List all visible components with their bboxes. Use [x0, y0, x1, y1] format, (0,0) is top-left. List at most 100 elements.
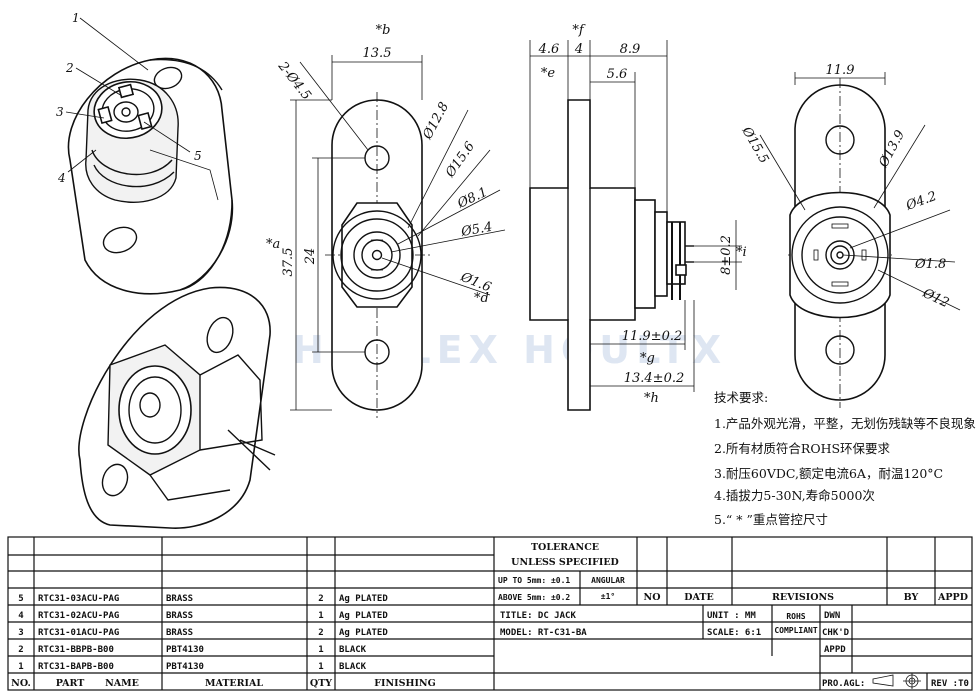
technical-requirements: 技术要求: 1.产品外观光滑，平整，无划伤残缺等不良现象 2.所有材质符合ROH… — [714, 390, 976, 527]
bom-part-name: RTC31-03ACU-PAG — [38, 594, 119, 604]
dim-star-i: *i — [736, 245, 747, 260]
isometric-view-bottom — [78, 286, 276, 529]
bom-header-qty: QTY — [310, 678, 332, 689]
bom-qty: 2 — [318, 594, 323, 604]
projection-label: PRO.AGL: — [822, 679, 865, 689]
req-item-1: 1.产品外观光滑，平整，无划伤残缺等不良现象 — [714, 416, 976, 431]
dim-star-f: *f — [572, 23, 586, 38]
rev-appd-header: APPD — [937, 592, 968, 603]
bom-material: PBT4130 — [166, 645, 204, 655]
dim-4-6: 4.6 — [538, 42, 560, 57]
bom-no: 4 — [18, 611, 24, 621]
rohs-compliant-label: COMPLIANT — [774, 626, 818, 635]
dim-d8-1: Ø8.1 — [454, 185, 490, 212]
dim-star-e: *e — [541, 66, 556, 81]
bom-qty: 1 — [318, 611, 323, 621]
bom-material: BRASS — [166, 628, 193, 638]
dim-8-9: 8.9 — [620, 42, 641, 57]
tolerance-subtitle: UNLESS SPECIFIED — [511, 557, 619, 568]
dim-d12: Ø12 — [919, 286, 951, 312]
req-item-2: 2.所有材质符合ROHS环保要求 — [714, 441, 891, 456]
bom-material: BRASS — [166, 611, 193, 621]
bom-finishing: Ag PLATED — [339, 594, 388, 604]
title-block: TOLERANCE UNLESS SPECIFIED UP TO 5mm: ±0… — [7, 536, 973, 691]
bom-header-part: PART — [56, 678, 85, 689]
rohs-label: ROHS — [786, 612, 805, 621]
chkd-label: CHK'D — [822, 628, 850, 638]
dwn-label: DWN — [824, 611, 840, 621]
bom-no: 5 — [18, 594, 23, 604]
side-view: *f *e 4.6 4 8.9 5.6 8±0.2 *i 11.9±0.2 *g… — [529, 23, 747, 411]
bom-material: BRASS — [166, 594, 193, 604]
dim-d5-4: Ø5.4 — [459, 220, 493, 240]
rev-no-header: NO — [644, 592, 661, 603]
bom-row: 1 RTC31-BAPB-B00 PBT4130 1 BLACK — [18, 662, 366, 672]
bom-finishing: BLACK — [339, 645, 367, 655]
callout-3: 3 — [56, 105, 64, 119]
bom-finishing: BLACK — [339, 662, 367, 672]
dim-11-9: 11.9±0.2 — [622, 329, 683, 344]
drawing-model: MODEL: RT-C31-BA — [500, 628, 587, 638]
bom-header-no: NO. — [11, 678, 31, 689]
bom-row: 2 RTC31-BBPB-B00 PBT4130 1 BLACK — [18, 645, 366, 655]
bom-header-finishing: FINISHING — [374, 678, 435, 689]
req-item-4: 4.插拔力5-30N,寿命5000次 — [714, 488, 875, 503]
drawing-title: TITLE: DC JACK — [500, 611, 576, 621]
bom-no: 2 — [18, 645, 23, 655]
callout-4: 4 — [57, 171, 66, 185]
dim-13-5: 13.5 — [363, 46, 392, 61]
bom-header-material: MATERIAL — [205, 678, 263, 689]
bom-material: PBT4130 — [166, 662, 204, 672]
dim-24: 24 — [303, 248, 318, 266]
revision-label: REV :T0 — [931, 679, 969, 689]
dim-4: 4 — [574, 42, 583, 57]
dim-d1-8: Ø1.8 — [914, 257, 946, 272]
req-title: 技术要求: — [714, 390, 768, 405]
bom-finishing: Ag PLATED — [339, 628, 388, 638]
bom-part-name: RTC31-01ACU-PAG — [38, 628, 119, 638]
bom-no: 3 — [18, 628, 23, 638]
tolerance-angular-value: ±1° — [601, 592, 615, 601]
rev-revisions-header: REVISIONS — [772, 592, 834, 603]
bom-row: 3 RTC31-01ACU-PAG BRASS 2 Ag PLATED — [18, 628, 388, 638]
dim-d15-6: Ø15.6 — [442, 139, 478, 181]
dim-star-h: *h — [644, 391, 659, 406]
dim-d12-8: Ø12.8 — [420, 100, 452, 143]
tolerance-above: ABOVE 5mm: ±0.2 — [498, 593, 570, 602]
dim-star-d: *d — [474, 291, 489, 306]
bom-part-name: RTC31-BBPB-B00 — [38, 645, 114, 655]
bom-qty: 2 — [318, 628, 323, 638]
bom-qty: 1 — [318, 645, 323, 655]
dim-rear-11-9: 11.9 — [826, 63, 855, 78]
bom-row: 5 RTC31-03ACU-PAG BRASS 2 Ag PLATED — [18, 594, 388, 604]
rev-date-header: DATE — [684, 592, 713, 603]
req-item-3: 3.耐压60VDC,额定电流6A，耐温120°C — [714, 466, 943, 481]
appd-label: APPD — [824, 645, 846, 655]
callout-2: 2 — [65, 61, 74, 75]
bom-row: 4 RTC31-02ACU-PAG BRASS 1 Ag PLATED — [18, 611, 388, 621]
dim-37-5: 37.5 — [281, 248, 296, 277]
callout-5: 5 — [194, 149, 202, 163]
drawing-scale: SCALE: 6:1 — [707, 628, 761, 638]
dim-star-b: *b — [376, 23, 391, 38]
drawing-unit: UNIT : MM — [707, 611, 756, 621]
bom-finishing: Ag PLATED — [339, 611, 388, 621]
req-item-5: 5.“ * ”重点管控尺寸 — [714, 512, 828, 527]
tolerance-upto: UP TO 5mm: ±0.1 — [498, 576, 570, 585]
projection-symbol-icon — [872, 673, 921, 689]
dim-13-4: 13.4±0.2 — [624, 371, 685, 386]
dim-d4-2: Ø4.2 — [903, 189, 939, 214]
bom-part-name: RTC31-02ACU-PAG — [38, 611, 119, 621]
bom-qty: 1 — [318, 662, 323, 672]
rev-by-header: BY — [904, 592, 919, 603]
dim-star-g: *g — [640, 351, 655, 366]
dim-hole-2x4-5: 2-Ø4.5 — [274, 58, 314, 103]
tolerance-angular: ANGULAR — [591, 576, 625, 585]
bom-no: 1 — [18, 662, 23, 672]
rear-view: 11.9 Ø15.5 Ø13.9 Ø4.2 Ø1.8 Ø12 — [738, 63, 961, 408]
bom-header-name: NAME — [105, 678, 139, 689]
callout-1: 1 — [72, 11, 80, 25]
tolerance-title: TOLERANCE — [531, 542, 599, 553]
